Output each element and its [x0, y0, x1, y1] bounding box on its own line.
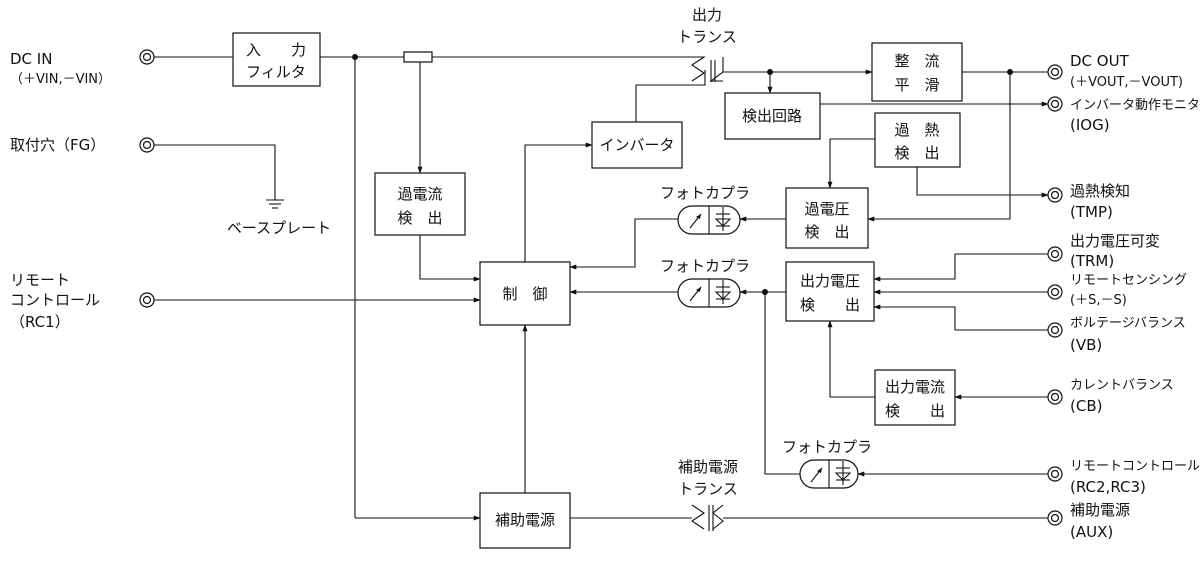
aux-transformer-symbol	[691, 504, 724, 531]
tmp-label-1: 過熱検知	[1070, 182, 1130, 200]
tmp-label-2: (TMP)	[1070, 203, 1113, 221]
detect-circuit-label: 検出回路	[742, 107, 802, 125]
sense-label-2: (＋S,－S)	[1070, 293, 1127, 308]
aux-supply-label: 補助電源	[495, 511, 555, 529]
output-voltage-detect-block: 出力電圧 検 出	[785, 261, 875, 322]
rc23-label-1: リモートコントロール	[1070, 459, 1200, 474]
terminal-aux: 補助電源 (AUX)	[1047, 501, 1130, 541]
wire-pc1-control	[569, 218, 678, 270]
ovd-label-2: 検 出	[800, 296, 860, 314]
rc23-label-2: (RC2,RC3)	[1070, 478, 1146, 496]
junction-dot	[352, 54, 358, 60]
ocd-label-1: 出力電流	[885, 378, 945, 396]
wire-vb-ovd	[873, 304, 1048, 331]
overvoltage-label-1: 過電圧	[804, 200, 849, 218]
junction-dots	[352, 54, 1013, 295]
aux-transformer-label-2: トランス	[678, 480, 738, 498]
rc1-label-2: コントロール	[10, 291, 100, 309]
inverter-block: インバータ	[591, 121, 683, 169]
dc-out-label-2: (＋VOUT,－VOUT)	[1070, 75, 1183, 90]
terminal-fg: 取付穴（FG）	[10, 136, 155, 154]
inverter-label: インバータ	[599, 136, 674, 154]
trm-label-1: 出力電圧可変	[1070, 232, 1160, 250]
trm-label-2: (TRM)	[1070, 252, 1114, 270]
dc-out-label-1: DC OUT	[1070, 52, 1130, 70]
junction-dot	[767, 69, 773, 75]
ground-symbol	[266, 199, 284, 209]
current-shunt	[403, 51, 433, 63]
photocoupler-3	[799, 459, 859, 489]
ovd-label-1: 出力電圧	[800, 272, 860, 290]
control-block: 制 御	[479, 261, 571, 326]
fg-label: 取付穴（FG）	[10, 136, 105, 154]
vb-label-1: ボルテージバランス	[1070, 316, 1186, 331]
aux-label-2: (AUX)	[1070, 523, 1113, 541]
overvoltage-label-2: 検 出	[804, 223, 849, 241]
overheat-detect-block: 過 熱 検 出	[874, 112, 961, 168]
overcurrent-label-2: 検 出	[397, 209, 442, 227]
iog-label-2: (IOG)	[1070, 116, 1110, 134]
terminal-dc-out: DC OUT (＋VOUT,－VOUT)	[1047, 52, 1183, 90]
output-transformer-symbol	[691, 56, 724, 82]
control-label: 制 御	[502, 285, 547, 303]
aux-supply-block: 補助電源	[479, 492, 571, 549]
rectify-label-2: 平 滑	[894, 76, 939, 94]
terminal-dc-in: DC IN （＋VIN,－VIN）	[10, 49, 155, 87]
wire-inverter-transformer	[635, 70, 706, 122]
wire-ocd-ovd	[827, 320, 875, 398]
detect-circuit-block: 検出回路	[724, 92, 821, 140]
terminal-rc1: リモート コントロール （RC1）	[10, 271, 155, 331]
overheat-label-2: 検 出	[894, 144, 939, 162]
terminal-rc23: リモートコントロール (RC2,RC3)	[1047, 459, 1200, 496]
output-current-detect-block: 出力電流 検 出	[874, 369, 956, 426]
ocd-label-2: 検 出	[885, 402, 945, 420]
wires	[154, 56, 1049, 521]
overheat-label-1: 過 熱	[894, 121, 939, 139]
photocoupler-2-label: フォトカプラ	[660, 257, 750, 275]
output-transformer-label-2: トランス	[677, 28, 737, 46]
overvoltage-detect-block: 過電圧 検 出	[785, 187, 869, 249]
wire-control-inverter	[524, 142, 593, 262]
terminal-iog: インバータ動作モニタ (IOG)	[1047, 96, 1200, 134]
terminal-vb: ボルテージバランス (VB)	[1047, 316, 1186, 354]
wire-junction-pc3	[764, 292, 800, 475]
wire-out-overvoltage	[867, 72, 1011, 222]
photocoupler-1-label: フォトカプラ	[660, 184, 750, 202]
input-filter-block: 入 力 フィルタ	[232, 32, 321, 87]
aux-label-1: 補助電源	[1070, 501, 1130, 519]
vb-label-2: (VB)	[1070, 336, 1102, 354]
wire-overcurrent-control	[419, 235, 481, 282]
aux-transformer-label-1: 補助電源	[678, 458, 738, 476]
junction-dot	[762, 289, 768, 295]
wire-overheat-overvoltage	[827, 138, 875, 189]
base-plate-label: ベースプレート	[227, 219, 331, 237]
rectify-label-1: 整 流	[894, 52, 939, 70]
rectify-smooth-block: 整 流 平 滑	[871, 42, 963, 102]
input-filter-label-1: 入 力	[246, 41, 306, 59]
photocoupler-2	[677, 278, 741, 308]
rc1-label-3: （RC1）	[10, 313, 70, 331]
input-filter-label-2: フィルタ	[246, 63, 306, 81]
terminal-sense: リモートセンシング (＋S,－S)	[1047, 273, 1187, 308]
cb-label-1: カレントバランス	[1070, 378, 1174, 393]
wire-trm-ovd	[873, 253, 1048, 282]
junction-dot	[1007, 69, 1013, 75]
iog-label-1: インバータ動作モニタ	[1070, 98, 1200, 113]
sense-label-1: リモートセンシング	[1070, 273, 1187, 288]
terminal-tmp: 過熱検知 (TMP)	[1047, 182, 1130, 221]
overcurrent-detect-block: 過電流 検 出	[374, 172, 466, 236]
terminal-trm: 出力電圧可変 (TRM)	[1047, 232, 1160, 270]
dc-in-label-2: （＋VIN,－VIN）	[10, 72, 111, 87]
rc1-label-1: リモート	[10, 271, 70, 289]
wire-fg-baseplate	[154, 144, 276, 200]
output-transformer-label-1: 出力	[692, 6, 722, 24]
terminal-cb: カレントバランス (CB)	[1047, 378, 1174, 415]
wire-overheat-tmp	[916, 167, 1049, 198]
photocoupler-1	[677, 205, 741, 235]
overcurrent-label-1: 過電流	[397, 185, 442, 203]
dc-in-label-1: DC IN	[10, 50, 52, 68]
photocoupler-3-label: フォトカプラ	[782, 438, 872, 456]
cb-label-2: (CB)	[1070, 397, 1102, 415]
